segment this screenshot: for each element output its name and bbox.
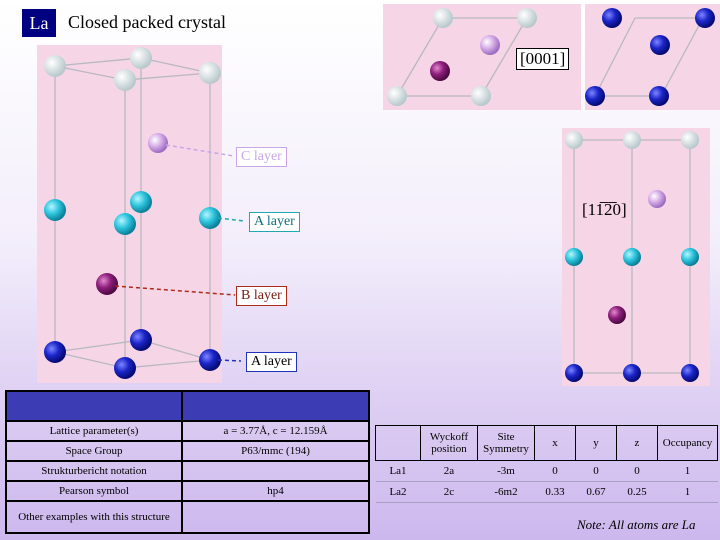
props-header-row bbox=[5, 390, 370, 422]
view-1120 bbox=[562, 128, 710, 386]
props-row: Other examples with this structure bbox=[5, 500, 370, 534]
sites-header-cell: x bbox=[534, 425, 576, 461]
layer-label-a-top: A layer bbox=[249, 212, 300, 232]
atom-top-1 bbox=[44, 55, 66, 77]
atom-bottom-1 bbox=[44, 341, 66, 363]
layer-label-b: B layer bbox=[236, 286, 287, 306]
sites-header-cell: z bbox=[616, 425, 658, 461]
atom-a-layer-1 bbox=[44, 199, 66, 221]
props-row: Space Group P63/mmc (194) bbox=[5, 440, 370, 462]
atom-a-layer-3 bbox=[199, 207, 221, 229]
site-wyckoff: 2a bbox=[420, 460, 478, 482]
atom-bottom-3 bbox=[199, 349, 221, 371]
props-header-cell bbox=[5, 390, 183, 422]
atoms-note: Note: All atoms are La bbox=[577, 517, 696, 532]
sites-row: La1 2a -3m 0 0 0 1 bbox=[375, 460, 718, 482]
site-label: La2 bbox=[375, 481, 421, 503]
layer-label-c: C layer bbox=[236, 147, 287, 167]
site-wyckoff: 2c bbox=[420, 481, 478, 503]
atom-a-layer-4 bbox=[114, 213, 136, 235]
element-badge: La bbox=[22, 9, 56, 37]
sites-row: La2 2c -6m2 0.33 0.67 0.25 1 bbox=[375, 481, 718, 503]
props-label: Lattice parameter(s) bbox=[5, 420, 183, 442]
sites-header-cell: Wyckoff position bbox=[420, 425, 478, 461]
props-value: hp4 bbox=[181, 480, 370, 502]
direction-1120-label: [11̅2̅0] bbox=[582, 200, 627, 219]
site-y: 0 bbox=[575, 460, 617, 482]
layer-label-a-bottom: A layer bbox=[246, 352, 297, 372]
structure-properties-table: Lattice parameter(s)a = 3.77Å, c = 12.15… bbox=[5, 390, 370, 534]
site-x: 0 bbox=[534, 460, 576, 482]
site-label: La1 bbox=[375, 460, 421, 482]
props-value: a = 3.77Å, c = 12.159Å bbox=[181, 420, 370, 442]
atom-bottom-2 bbox=[130, 329, 152, 351]
props-label: Pearson symbol bbox=[5, 480, 183, 502]
arrow-a-layer-1 bbox=[217, 217, 245, 222]
hcp-unit-cell-3d bbox=[37, 45, 245, 383]
arrow-c-layer bbox=[165, 144, 235, 157]
site-symmetry: -3m bbox=[477, 460, 535, 482]
atom-top-2 bbox=[130, 47, 152, 69]
arrow-b-layer bbox=[114, 285, 236, 296]
sites-header-cell bbox=[375, 425, 421, 461]
sites-header-row: Wyckoff position Site Symmetry x y z Occ… bbox=[375, 425, 718, 461]
props-value bbox=[181, 460, 370, 482]
page-title: Closed packed crystal bbox=[68, 12, 226, 32]
props-row: Lattice parameter(s)a = 3.77Å, c = 12.15… bbox=[5, 420, 370, 442]
sites-header-cell: Site Symmetry bbox=[477, 425, 535, 461]
atom-bottom-4 bbox=[114, 357, 136, 379]
atom-top-3 bbox=[199, 62, 221, 84]
sites-header-cell: Occupancy bbox=[657, 425, 718, 461]
props-label: Space Group bbox=[5, 440, 183, 462]
props-row: Strukturbericht notation bbox=[5, 460, 370, 482]
site-y: 0.67 bbox=[575, 481, 617, 503]
props-label: Other examples with this structure bbox=[5, 500, 183, 534]
sites-header-cell: y bbox=[575, 425, 617, 461]
atom-top-4 bbox=[114, 69, 136, 91]
props-value: P63/mmc (194) bbox=[181, 440, 370, 462]
space-group-value: P63/mmc (194) bbox=[241, 445, 310, 457]
props-value bbox=[181, 500, 370, 534]
arrow-a-layer-2 bbox=[217, 359, 242, 362]
atom-a-layer-2 bbox=[130, 191, 152, 213]
site-occupancy: 1 bbox=[657, 481, 718, 503]
site-z: 0.25 bbox=[616, 481, 658, 503]
site-z: 0 bbox=[616, 460, 658, 482]
site-symmetry: -6m2 bbox=[477, 481, 535, 503]
atom-b-layer bbox=[96, 273, 118, 295]
atomic-sites-table: Wyckoff position Site Symmetry x y z Occ… bbox=[375, 425, 718, 503]
direction-0001-label: [0001] bbox=[516, 48, 570, 70]
site-occupancy: 1 bbox=[657, 460, 718, 482]
props-header-cell bbox=[181, 390, 370, 422]
atom-c-layer bbox=[148, 133, 168, 153]
site-x: 0.33 bbox=[534, 481, 576, 503]
props-label: Strukturbericht notation bbox=[5, 460, 183, 482]
